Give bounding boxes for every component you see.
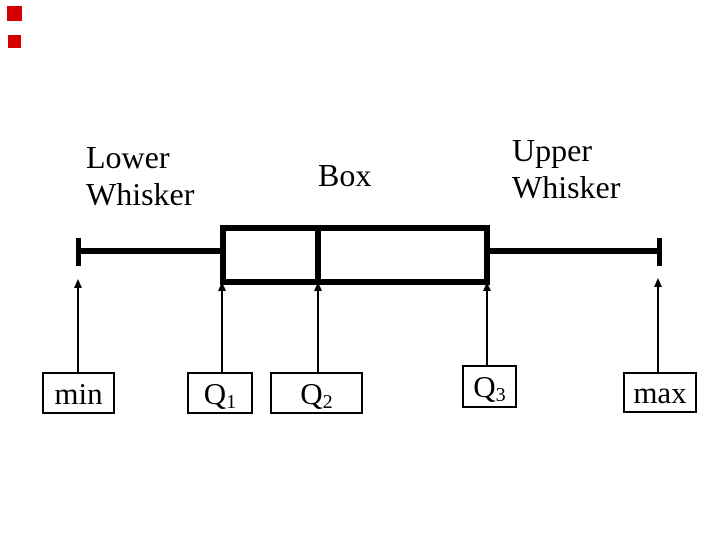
min-label-box: min	[42, 372, 115, 414]
up-arrowhead-q1-icon	[218, 282, 226, 291]
connector-line-q2	[317, 291, 319, 372]
red-square-decoration-bottom	[8, 35, 21, 48]
max-label-text: max	[633, 375, 687, 410]
q2-label-text: Q2	[300, 375, 333, 413]
median-line	[315, 225, 321, 285]
box-label: Box	[318, 157, 372, 193]
up-arrowhead-min-icon	[74, 279, 82, 288]
left-whisker-line	[78, 248, 222, 254]
lower-whisker-label: Lower Whisker	[86, 139, 195, 212]
connector-line-max	[657, 287, 659, 372]
q2-label-box: Q2	[270, 372, 363, 414]
q3-label-text: Q3	[473, 369, 506, 407]
right-whisker-endcap	[657, 238, 662, 266]
max-label-box: max	[623, 372, 697, 413]
right-whisker-line	[490, 248, 658, 254]
box-rect	[220, 225, 490, 285]
up-arrowhead-q3-icon	[483, 282, 491, 291]
q1-label-box: Q1	[187, 372, 253, 414]
upper-whisker-label: Upper Whisker	[512, 132, 621, 205]
min-label-text: min	[54, 375, 103, 411]
connector-line-q1	[221, 291, 223, 372]
up-arrowhead-max-icon	[654, 278, 662, 287]
up-arrowhead-q2-icon	[314, 282, 322, 291]
q3-label-box: Q3	[462, 365, 517, 408]
connector-line-q3	[486, 291, 488, 365]
q1-label-text: Q1	[203, 375, 237, 413]
connector-line-min	[77, 288, 79, 372]
red-square-decoration-top	[7, 6, 22, 21]
